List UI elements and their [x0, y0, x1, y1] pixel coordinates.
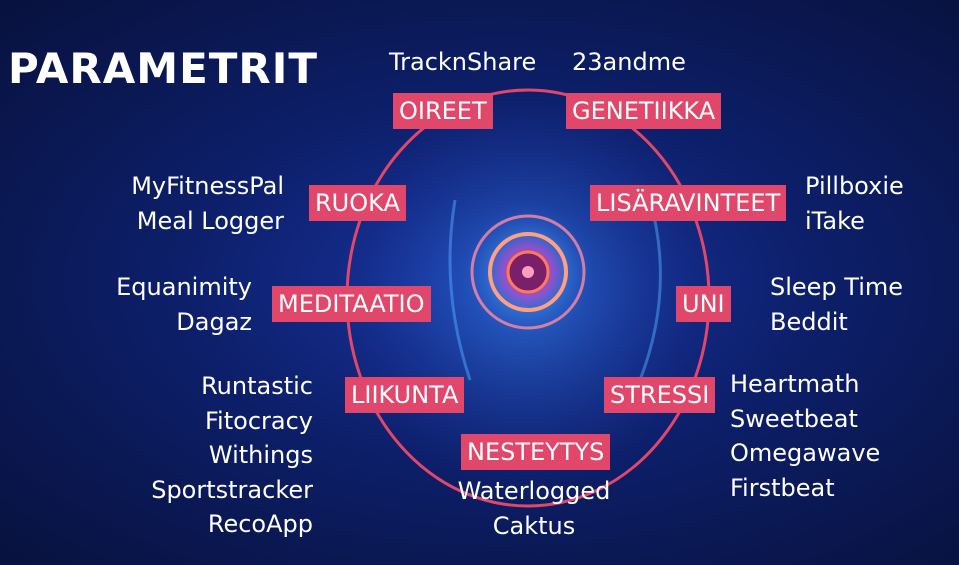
- core-dot: [522, 266, 534, 278]
- app-name: Sleep Time: [770, 273, 904, 301]
- tag-ruoka: RUOKA: [309, 185, 406, 221]
- app-name: RecoApp: [207, 510, 313, 538]
- app-name: iTake: [805, 206, 865, 235]
- tag-uni: UNI: [676, 286, 731, 322]
- app-name: Beddit: [770, 307, 848, 336]
- apps-liikunta: Runtastic Fitocracy Withings Sportstrack…: [151, 369, 313, 542]
- core-ring-outer: [470, 214, 586, 330]
- app-name: Omegawave: [730, 439, 881, 467]
- app-name: Equanimity: [116, 273, 252, 301]
- app-name: Sweetbeat: [730, 404, 858, 433]
- tag-genetiikka: GENETIIKKA: [566, 93, 722, 129]
- app-name: Heartmath: [730, 370, 860, 398]
- tag-stressi: STRESSI: [604, 377, 716, 413]
- app-name: Runtastic: [201, 372, 313, 400]
- apps-meditaatio: Equanimity Dagaz: [116, 270, 252, 339]
- app-name: TracknShare: [389, 48, 537, 76]
- app-name: Dagaz: [176, 307, 252, 336]
- app-name: Firstbeat: [730, 473, 835, 502]
- tag-nesteytys: NESTEYTYS: [461, 434, 611, 470]
- apps-stressi: Heartmath Sweetbeat Omegawave Firstbeat: [730, 367, 880, 505]
- app-name: Waterlogged: [457, 477, 611, 505]
- app-name: Meal Logger: [136, 206, 284, 235]
- body-outline-right: [638, 199, 662, 381]
- app-name: Fitocracy: [205, 406, 313, 435]
- tag-liikunta: LIIKUNTA: [345, 377, 465, 413]
- app-name: MyFitnessPal: [131, 172, 284, 200]
- tag-lisaravinteet: LISÄRAVINTEET: [590, 185, 787, 221]
- apps-nesteytys: Waterlogged Caktus: [446, 474, 622, 543]
- tag-oireet: OIREET: [393, 93, 493, 129]
- apps-oireet: TracknShare: [389, 45, 536, 80]
- apps-lisaravinteet: Pillboxie iTake: [805, 169, 904, 238]
- app-name: Caktus: [492, 511, 576, 540]
- tag-meditaatio: MEDITAATIO: [272, 286, 431, 322]
- page-title: PARAMETRIT: [8, 44, 319, 93]
- apps-ruoka: MyFitnessPal Meal Logger: [131, 169, 284, 238]
- apps-genetiikka: 23andme: [572, 45, 686, 80]
- app-name: Sportstracker: [151, 475, 313, 504]
- core-ring-mid: [488, 232, 568, 312]
- app-name: Pillboxie: [805, 172, 904, 200]
- body-outline-left: [448, 199, 472, 381]
- apps-uni: Sleep Time Beddit: [770, 270, 903, 339]
- app-name: 23andme: [572, 48, 686, 76]
- app-name: Withings: [208, 441, 313, 469]
